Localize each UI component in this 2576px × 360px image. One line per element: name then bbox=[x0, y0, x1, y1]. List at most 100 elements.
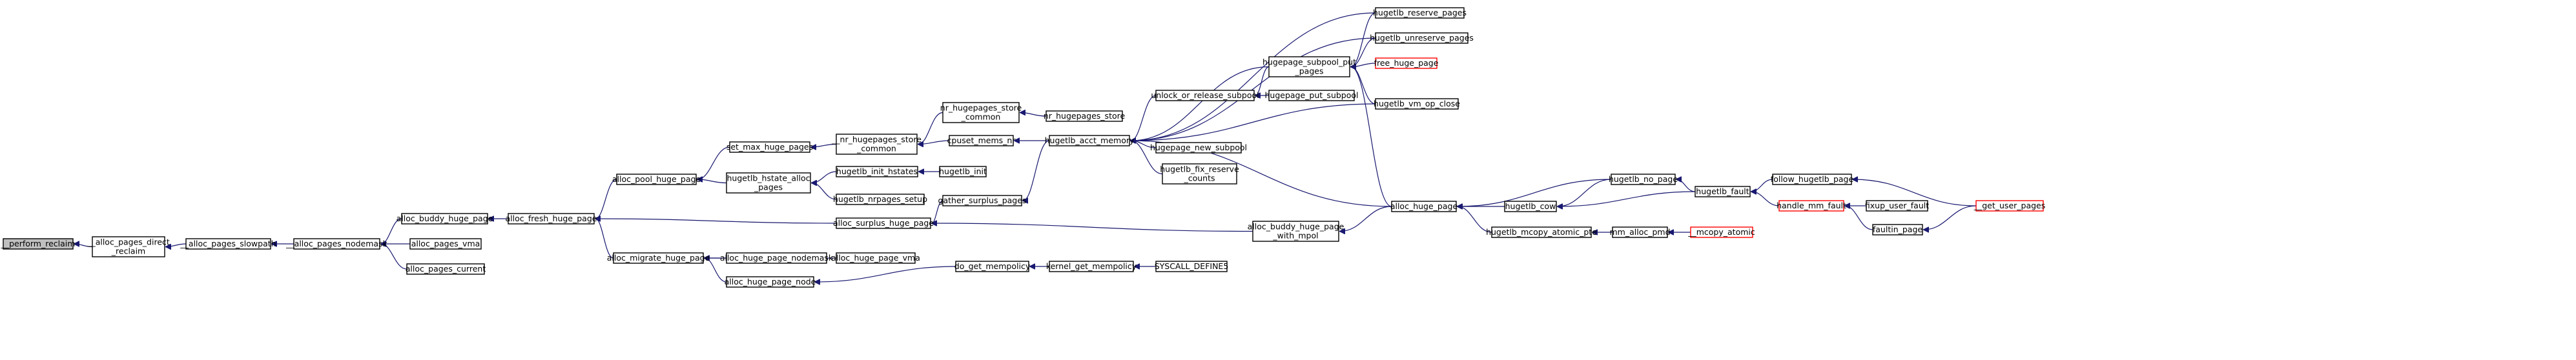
node-hugetlb-fault[interactable]: hugetlb_fault bbox=[1695, 186, 1751, 197]
node-label: _pages bbox=[1295, 66, 1324, 76]
node-label: alloc_pages_current bbox=[406, 264, 486, 274]
edges-layer bbox=[74, 12, 1977, 282]
node-nr-hugepages-store-common2[interactable]: nr_hugepages_store_common bbox=[940, 102, 1022, 123]
node-label: alloc_buddy_huge_page bbox=[1248, 222, 1345, 232]
edge-get-user-pages-to-faultin-page bbox=[1924, 205, 1977, 230]
edge-hugetlb-init-hstates-to-hugetlb-hstate-alloc-pages bbox=[812, 171, 837, 183]
edge-nr-hugepages-store-common-to-set-max-huge-pages bbox=[811, 143, 837, 148]
node-hugetlb-init-hstates[interactable]: hugetlb_init_hstates bbox=[836, 166, 918, 177]
edge-alloc-pages-direct-reclaim-to-perform-reclaim bbox=[74, 244, 93, 248]
node-box bbox=[1611, 174, 1676, 185]
node-box bbox=[1872, 224, 1923, 235]
node-hugetlb-cow[interactable]: hugetlb_cow bbox=[1504, 201, 1557, 212]
edge-hugetlb-nrpages-setup-to-hugetlb-hstate-alloc-pages bbox=[812, 183, 837, 200]
node-box bbox=[1268, 56, 1350, 77]
node-hugepage-new-subpool[interactable]: hugepage_new_subpool bbox=[1150, 142, 1247, 154]
node-label: free_huge_page bbox=[1374, 58, 1439, 68]
node-box bbox=[1375, 98, 1459, 110]
node-hugetlb-fix-reserve-counts[interactable]: hugetlb_fix_reserve_counts bbox=[1160, 163, 1239, 185]
nodes-layer: __perform_reclaim __alloc_pages_direct_re… bbox=[1, 7, 2046, 288]
node-alloc-fresh-huge-page[interactable]: alloc_fresh_huge_page bbox=[506, 213, 597, 225]
node-label: alloc_surplus_huge_page bbox=[833, 218, 934, 228]
edge-set-max-huge-pages-to-alloc-pool-huge-page bbox=[697, 146, 730, 179]
node-hugetlb-mcopy-atomic-pte[interactable]: hugetlb_mcopy_atomic_pte bbox=[1486, 226, 1597, 238]
node-alloc-pool-huge-page[interactable]: alloc_pool_huge_page bbox=[612, 174, 701, 185]
node-alloc-huge-page[interactable]: alloc_huge_page bbox=[1390, 201, 1458, 212]
node-hugetlb-reserve-pages[interactable]: hugetlb_reserve_pages bbox=[1373, 7, 1467, 19]
node-box bbox=[836, 252, 916, 264]
node-box bbox=[1866, 200, 1928, 212]
node-kernel-get-mempolicy[interactable]: kernel_get_mempolicy bbox=[1046, 261, 1137, 272]
edge-do-get-mempolicy-to-alloc-huge-page-node bbox=[815, 266, 956, 282]
node-label: alloc_pages_vma bbox=[411, 239, 480, 248]
edge-hugetlb-fault-to-hugetlb-cow bbox=[1558, 191, 1696, 206]
node-fixup-user-fault[interactable]: fixup_user_fault bbox=[1865, 200, 1929, 212]
node-label: hugetlb_init_hstates bbox=[836, 166, 918, 176]
node-follow-hugetlb-page[interactable]: follow_hugetlb_page bbox=[1771, 174, 1854, 185]
node-box bbox=[3, 238, 74, 250]
node-alloc-pages-slowpath[interactable]: __alloc_pages_slowpath bbox=[180, 238, 276, 250]
node-mm-alloc-pmd[interactable]: mm_alloc_pmd bbox=[1609, 226, 1671, 238]
node-label: _counts bbox=[1183, 174, 1215, 183]
node-box bbox=[1046, 110, 1123, 122]
node-handle-mm-fault[interactable]: handle_mm_fault bbox=[1777, 200, 1846, 212]
node-unlock-or-release-subpool[interactable]: unlock_or_release_subpool bbox=[1151, 90, 1259, 101]
node-alloc-huge-page-node[interactable]: alloc_huge_page_node bbox=[725, 276, 816, 288]
node-get-user-pages[interactable]: __get_user_pages bbox=[1973, 200, 2046, 212]
node-hugetlb-nrpages-setup[interactable]: hugetlb_nrpages_setup bbox=[833, 194, 927, 205]
node-label: hugetlb_init bbox=[939, 166, 987, 176]
node-label: alloc_pool_huge_page bbox=[612, 174, 701, 184]
node-hugetlb-no-page[interactable]: hugetlb_no_page bbox=[1609, 174, 1678, 185]
edge-alloc-pages-slowpath-to-alloc-pages-direct-reclaim bbox=[166, 243, 187, 247]
edge-nr-hugepages-store-to-nr-hugepages-store-common2 bbox=[1020, 113, 1047, 117]
edge-alloc-pages-current-to-alloc-pages-nodemask bbox=[381, 244, 407, 270]
node-label: hugetlb_mcopy_atomic_pte bbox=[1486, 227, 1597, 237]
node-label: handle_mm_fault bbox=[1777, 201, 1846, 210]
node-box bbox=[1155, 261, 1228, 272]
node-box bbox=[939, 166, 987, 177]
node-label: nr_hugepages_store bbox=[940, 103, 1022, 113]
node-label: hugetlb_acct_memory bbox=[1045, 135, 1135, 145]
node-hugetlb-init[interactable]: hugetlb_init bbox=[939, 166, 987, 177]
node-hugepage-put-subpool[interactable]: hugepage_put_subpool bbox=[1264, 90, 1359, 101]
node-alloc-buddy-huge-page-with-mpol[interactable]: alloc_buddy_huge_page_with_mpol bbox=[1248, 221, 1345, 242]
edge-alloc-migrate-huge-page-to-alloc-fresh-huge-page bbox=[595, 219, 614, 259]
node-label: alloc_fresh_huge_page bbox=[506, 214, 597, 223]
node-mcopy-atomic[interactable]: __mcopy_atomic bbox=[1687, 226, 1755, 238]
node-label: follow_hugetlb_page bbox=[1771, 174, 1854, 184]
node-faultin-page[interactable]: faultin_page bbox=[1872, 224, 1923, 235]
node-gather-surplus-pages[interactable]: gather_surplus_pages bbox=[938, 195, 1027, 206]
edge-hugetlb-acct-memory-to-gather-surplus-pages bbox=[1023, 140, 1050, 201]
edge-hugepage-subpool-put-pages-to-hugetlb-acct-memory bbox=[1131, 66, 1270, 141]
node-label: __nr_hugepages_store bbox=[831, 135, 922, 145]
node-alloc-pages-nodemask[interactable]: __alloc_pages_nodemask bbox=[285, 238, 388, 250]
node-alloc-pages-direct-reclaim[interactable]: __alloc_pages_direct_reclaim bbox=[87, 236, 170, 257]
node-hugepage-subpool-put-pages[interactable]: hugepage_subpool_put_pages bbox=[1262, 56, 1356, 77]
node-cpuset-mems-nr[interactable]: cpuset_mems_nr bbox=[947, 135, 1016, 146]
node-set-max-huge-pages[interactable]: set_max_huge_pages bbox=[726, 141, 813, 153]
node-alloc-surplus-huge-page[interactable]: alloc_surplus_huge_page bbox=[833, 217, 934, 229]
node-syscall-define5[interactable]: SYSCALL_DEFINE5 bbox=[1155, 261, 1229, 272]
node-box bbox=[1690, 226, 1753, 238]
node-box bbox=[1778, 200, 1844, 212]
node-free-huge-page[interactable]: free_huge_page bbox=[1374, 57, 1439, 69]
node-nr-hugepages-store[interactable]: nr_hugepages_store bbox=[1044, 110, 1126, 122]
node-nr-hugepages-store-common[interactable]: __nr_hugepages_store_common bbox=[831, 134, 922, 155]
edge-alloc-pool-huge-page-to-alloc-fresh-huge-page bbox=[595, 179, 617, 219]
node-do-get-mempolicy[interactable]: do_get_mempolicy bbox=[954, 261, 1031, 272]
node-alloc-huge-page-vma[interactable]: alloc_huge_page_vma bbox=[831, 252, 920, 264]
node-perform-reclaim: __perform_reclaim bbox=[1, 238, 75, 250]
node-label: set_max_huge_pages bbox=[726, 142, 813, 152]
node-alloc-huge-page-nodemask[interactable]: alloc_huge_page_nodemask bbox=[720, 252, 834, 264]
node-alloc-pages-vma[interactable]: alloc_pages_vma bbox=[409, 238, 482, 250]
edge-unlock-or-release-subpool-to-hugetlb-acct-memory bbox=[1131, 95, 1157, 141]
node-label: fixup_user_fault bbox=[1865, 201, 1929, 210]
node-hugetlb-unreserve-pages[interactable]: hugetlb_unreserve_pages bbox=[1370, 32, 1474, 44]
node-alloc-buddy-huge-page[interactable]: alloc_buddy_huge_page bbox=[397, 213, 493, 225]
node-alloc-migrate-huge-page[interactable]: alloc_migrate_huge_page bbox=[607, 252, 710, 264]
node-hugetlb-vm-op-close[interactable]: hugetlb_vm_op_close bbox=[1374, 98, 1460, 110]
node-box bbox=[406, 263, 485, 275]
node-hugetlb-hstate-alloc-pages[interactable]: hugetlb_hstate_alloc_pages bbox=[726, 172, 811, 194]
node-hugetlb-acct-memory[interactable]: hugetlb_acct_memory bbox=[1045, 135, 1135, 146]
node-alloc-pages-current[interactable]: alloc_pages_current bbox=[406, 263, 486, 275]
